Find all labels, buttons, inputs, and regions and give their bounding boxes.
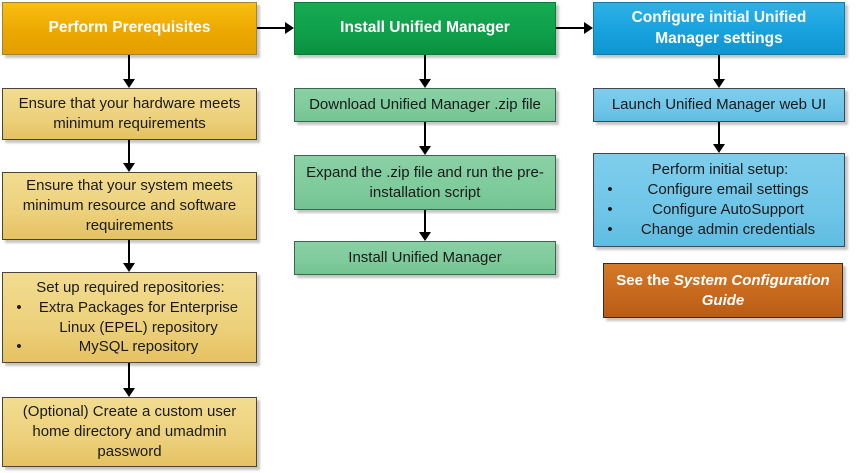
arrow-down bbox=[419, 55, 431, 88]
note-prefix: See the bbox=[616, 271, 674, 289]
step-optional-home-directory: (Optional) Create a custom user home dir… bbox=[2, 397, 257, 467]
arrow-shaft bbox=[424, 55, 426, 79]
arrow-down bbox=[123, 55, 135, 88]
step-expand-zip: Expand the .zip file and run the pre-ins… bbox=[294, 155, 556, 210]
bullet-icon: • bbox=[607, 181, 613, 199]
arrow-shaft bbox=[128, 55, 130, 79]
arrow-right bbox=[556, 22, 593, 34]
step-perform-initial-setup-title: Perform initial setup: bbox=[651, 161, 789, 179]
arrow-shaft bbox=[556, 27, 584, 29]
bullet-icon: • bbox=[607, 201, 613, 218]
arrow-down bbox=[123, 363, 135, 397]
header-configure-initial-settings: Configure initial Unified Manager settin… bbox=[593, 2, 845, 55]
bullet-icon: • bbox=[16, 298, 22, 316]
arrow-head-icon bbox=[123, 163, 135, 172]
header-perform-prerequisites: Perform Prerequisites bbox=[2, 2, 257, 55]
list-item: • Configure AutoSupport bbox=[602, 200, 838, 220]
arrow-shaft bbox=[718, 122, 720, 144]
step-perform-initial-setup: Perform initial setup: • Configure email… bbox=[593, 153, 845, 247]
list-item-label: Configure AutoSupport bbox=[652, 201, 804, 218]
list-item-label: MySQL repository bbox=[78, 338, 199, 356]
list-item: • Extra Packages for Enterprise Linux (E… bbox=[11, 298, 250, 338]
arrow-shaft bbox=[128, 363, 130, 388]
list-item-label: Extra Packages for Enterprise Linux (EPE… bbox=[38, 298, 239, 336]
arrow-head-icon bbox=[713, 144, 725, 153]
list-item: • MySQL repository bbox=[11, 337, 250, 357]
bullet-icon: • bbox=[607, 220, 613, 238]
arrow-head-icon bbox=[584, 22, 593, 34]
arrow-shaft bbox=[128, 240, 130, 263]
header-install-unified-manager: Install Unified Manager bbox=[294, 2, 556, 55]
arrow-right bbox=[257, 22, 294, 34]
step-setup-repositories: Set up required repositories: • Extra Pa… bbox=[2, 272, 257, 363]
arrow-shaft bbox=[128, 140, 130, 163]
step-launch-web-ui: Launch Unified Manager web UI bbox=[593, 88, 845, 122]
note-system-configuration-guide: See the System Configuration Guide bbox=[603, 263, 843, 318]
arrow-head-icon bbox=[285, 22, 294, 34]
note-text: See the System Configuration Guide bbox=[612, 271, 834, 311]
list-item-label: Change admin credentials bbox=[640, 220, 816, 238]
list-item: • Configure email settings bbox=[602, 180, 838, 200]
arrow-down bbox=[419, 122, 431, 155]
arrow-head-icon bbox=[419, 146, 431, 155]
arrow-shaft bbox=[718, 55, 720, 79]
arrow-down bbox=[713, 122, 725, 153]
arrow-head-icon bbox=[713, 79, 725, 88]
step-install-unified-manager: Install Unified Manager bbox=[294, 241, 556, 275]
note-guide-title: System Configuration Guide bbox=[673, 271, 830, 309]
arrow-head-icon bbox=[123, 263, 135, 272]
list-item-label: Configure email settings bbox=[647, 181, 809, 199]
arrow-shaft bbox=[424, 210, 426, 232]
arrow-down bbox=[123, 140, 135, 172]
step-system-requirements: Ensure that your system meets minimum re… bbox=[2, 172, 257, 240]
arrow-down bbox=[713, 55, 725, 88]
bullet-icon: • bbox=[16, 338, 22, 356]
arrow-shaft bbox=[424, 122, 426, 146]
arrow-down bbox=[123, 240, 135, 272]
arrow-head-icon bbox=[123, 79, 135, 88]
arrow-head-icon bbox=[419, 232, 431, 241]
step-hardware-requirements: Ensure that your hardware meets minimum … bbox=[2, 88, 257, 140]
step-setup-repositories-title: Set up required repositories: bbox=[36, 278, 225, 296]
arrow-head-icon bbox=[419, 79, 431, 88]
step-download-zip: Download Unified Manager .zip file bbox=[294, 88, 556, 122]
list-item: • Change admin credentials bbox=[602, 220, 838, 240]
arrow-shaft bbox=[257, 27, 285, 29]
arrow-head-icon bbox=[123, 388, 135, 397]
arrow-down bbox=[419, 210, 431, 241]
